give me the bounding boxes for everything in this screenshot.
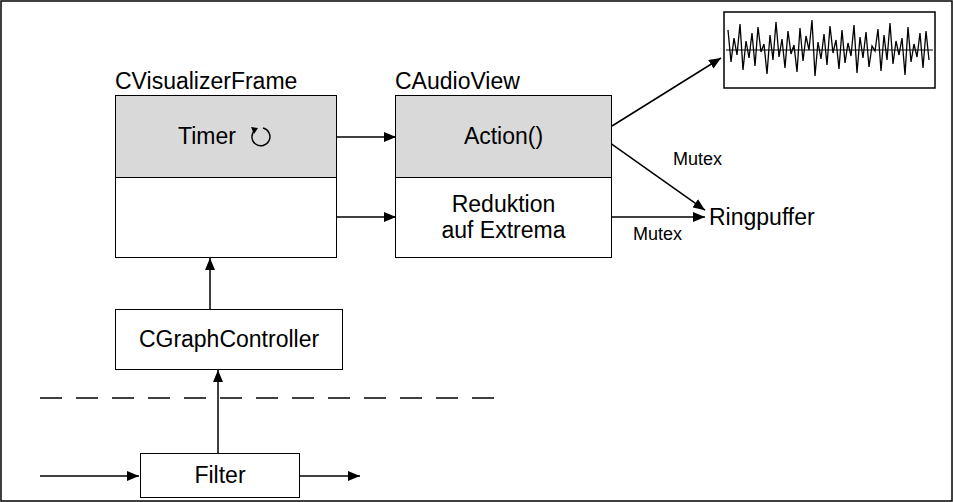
buffer-label-node: Ringpuffer (705, 202, 819, 232)
connector-arrow (217, 370, 219, 453)
node-label: Action() (464, 123, 543, 149)
class-box: CVisualizerFrameTimer (115, 95, 337, 258)
connector-arrow (209, 258, 211, 309)
waveform-frame (724, 12, 935, 88)
output-arrow (300, 475, 360, 477)
node-label: Reduktion auf Extrema (434, 191, 574, 244)
class-name: CVisualizerFrame (115, 68, 297, 94)
class-box: CAudioViewAction()Reduktion auf Extrema (395, 95, 612, 258)
separator-line (40, 397, 505, 399)
method-band: Reduktion auf Extrema (396, 178, 611, 256)
controller-box: CGraphController (115, 309, 343, 370)
connector-arrow (611, 216, 705, 218)
node-label: CGraphController (139, 326, 319, 352)
edge-label: Mutex (631, 224, 684, 245)
filter-box: Filter (140, 453, 300, 498)
method-band: Action() (396, 96, 611, 178)
render-arrow (612, 58, 721, 126)
timer-icon (248, 124, 274, 150)
waveform (728, 20, 929, 76)
edge-label: Mutex (671, 149, 724, 170)
connector-arrow (336, 136, 396, 138)
connector-arrow (337, 216, 396, 218)
class-name: CAudioView (395, 68, 520, 94)
node-label: Filter (194, 462, 245, 488)
input-arrow (40, 475, 139, 477)
timer-band: Timer (116, 96, 336, 178)
waveform-axis (726, 50, 933, 51)
node-label: Ringpuffer (709, 204, 815, 230)
node-label: Timer (178, 123, 236, 149)
